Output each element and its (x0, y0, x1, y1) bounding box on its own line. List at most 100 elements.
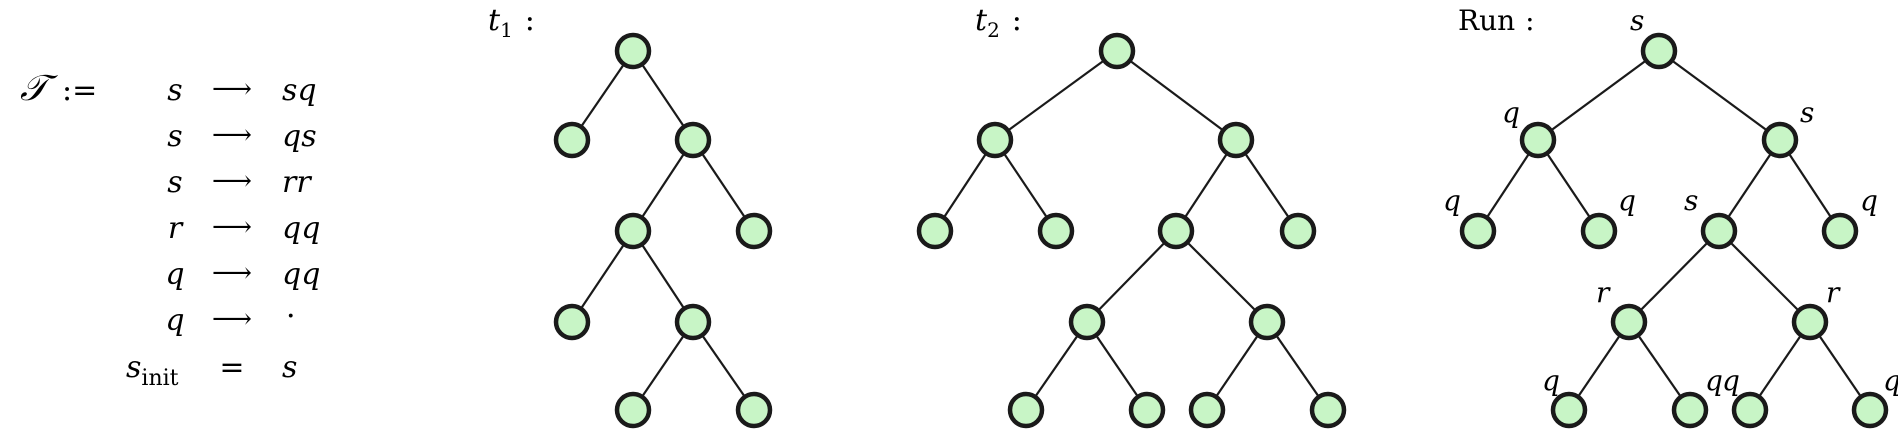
tree-t2: t2: (916, 3, 1347, 429)
tree-edge (1537, 139, 1600, 232)
tree-node (1640, 32, 1678, 70)
rule-rhs: rr (282, 165, 312, 200)
tree-node (1580, 212, 1618, 250)
tree-node (1851, 391, 1889, 429)
rule-row: s ⟶ rr (167, 164, 312, 200)
tree-node (674, 303, 712, 341)
tree-node (1128, 391, 1166, 429)
node-state-label: q (1705, 364, 1723, 397)
tree-edge (571, 230, 634, 323)
tree-node (735, 391, 773, 429)
rule-lhs: s (167, 119, 182, 154)
tree-edge (994, 50, 1118, 141)
tree-edge (994, 139, 1057, 232)
tree-node (1731, 391, 1769, 429)
tree-t2-label: t2: (975, 3, 1022, 42)
tree-node (1550, 391, 1588, 429)
tree-node (1157, 212, 1195, 250)
node-state-label: q (1860, 184, 1878, 217)
rule-arrow: ⟶ (212, 118, 252, 151)
tree-edge (1537, 50, 1660, 141)
rule-row: s ⟶ sq (167, 72, 316, 108)
init-subscript: init (141, 366, 178, 391)
node-state-label: s (1684, 184, 1698, 217)
tree-node (1279, 212, 1317, 250)
tree-node (1761, 121, 1799, 159)
tree-node (674, 121, 712, 159)
rule-lhs: q (165, 257, 184, 292)
tree-node (1037, 212, 1075, 250)
tree-node (614, 212, 652, 250)
tree-node (1519, 121, 1557, 159)
rule-rhs: sq (282, 73, 317, 108)
tree-edge (1718, 139, 1781, 232)
grammar-define-symbol: := (62, 73, 97, 108)
node-state-label: r (1596, 276, 1611, 309)
rule-arrow: ⟶ (212, 72, 252, 105)
init-row: sinit = s (126, 350, 297, 391)
node-state-label: q (1502, 96, 1520, 129)
rule-rhs: qs (282, 119, 317, 154)
tree-node (614, 391, 652, 429)
tree-node (1188, 391, 1226, 429)
tree-edge (1658, 50, 1781, 141)
init-rhs: s (282, 350, 297, 385)
rule-lhs: s (167, 73, 182, 108)
rule-rhs: qq (282, 211, 320, 246)
tree-edge (1086, 230, 1177, 323)
tree-node (1821, 212, 1859, 250)
tree-node (1700, 212, 1738, 250)
tree-node (735, 212, 773, 250)
rule-row: s ⟶ qs (167, 118, 316, 154)
rule-lhs: q (165, 303, 184, 338)
tree-node (1248, 303, 1286, 341)
tree-node (1098, 32, 1136, 70)
rule-arrow: ⟶ (212, 302, 252, 335)
grammar-name: 𝒯 (20, 68, 58, 109)
tree-node (553, 303, 591, 341)
rule-arrow: ⟶ (212, 210, 252, 243)
tree-node (1459, 212, 1497, 250)
tree-node (976, 121, 1014, 159)
tree-node (916, 212, 954, 250)
init-equals: = (219, 350, 244, 385)
rule-row: q ⟶ qq (165, 256, 320, 292)
node-state-label: s (1630, 4, 1644, 37)
tree-node (1610, 303, 1648, 341)
tree-run-label: Run: (1458, 4, 1535, 37)
rule-row: q ⟶ · (165, 299, 295, 338)
tree-node (553, 121, 591, 159)
tree-node (614, 32, 652, 70)
tree-edge (1175, 230, 1268, 323)
tree-edge (1116, 50, 1237, 141)
node-state-label: s (1800, 96, 1814, 129)
tree-t1: t1: (488, 3, 773, 429)
rule-arrow: ⟶ (212, 164, 252, 197)
tree-node (1068, 303, 1106, 341)
rule-lhs: s (167, 165, 182, 200)
rule-rhs: qq (282, 257, 320, 292)
rule-lhs: r (168, 211, 184, 246)
node-state-label: q (1722, 364, 1740, 397)
tree-edge (1628, 230, 1720, 323)
node-state-label: r (1826, 276, 1841, 309)
tree-t1-label: t1: (488, 3, 535, 42)
tree-edge (692, 139, 755, 232)
tree-node (1309, 391, 1347, 429)
init-lhs: sinit (126, 350, 179, 391)
tree-node (1217, 121, 1255, 159)
node-state-label: q (1542, 364, 1560, 397)
grammar-definition: 𝒯 := s ⟶ sq s ⟶ qs s ⟶ rr r ⟶ qq q ⟶ qq … (20, 68, 320, 391)
node-state-label: q (1883, 364, 1898, 397)
tree-node (1007, 391, 1045, 429)
tree-node (1791, 303, 1829, 341)
tree-edge (1718, 230, 1811, 323)
rule-rhs: · (286, 299, 296, 334)
tree-edge (1235, 139, 1299, 232)
tree-node (1671, 391, 1709, 429)
node-state-label: q (1618, 184, 1636, 217)
rule-row: r ⟶ qq (168, 210, 321, 246)
node-state-label: q (1443, 184, 1461, 217)
rule-arrow: ⟶ (212, 256, 252, 289)
